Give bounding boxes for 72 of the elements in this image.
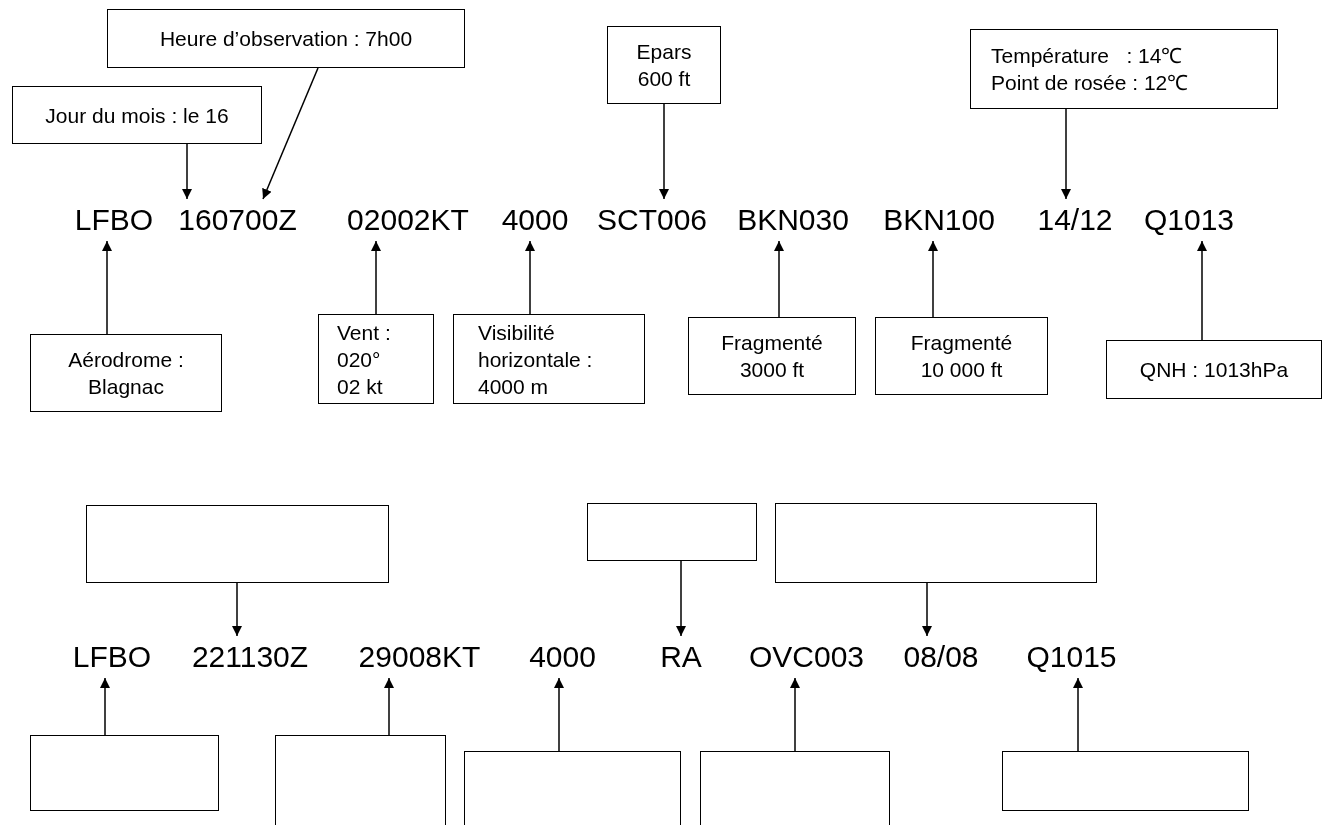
- code-group: 4000: [523, 636, 602, 678]
- callout-text: QNH : 1013hPa: [1138, 357, 1290, 383]
- code-group: 14/12: [1031, 199, 1119, 241]
- callout-box: [607, 26, 721, 104]
- arrow: [774, 240, 784, 318]
- code-group: BKN030: [729, 199, 857, 241]
- code-group: LFBO: [66, 199, 162, 241]
- callout-box: [875, 317, 1048, 395]
- callout-text: Vent :: [337, 319, 392, 346]
- code-group: OVC003: [742, 636, 871, 678]
- code-group: 221130Z: [183, 636, 317, 678]
- arrow: [262, 67, 319, 200]
- arrow: [371, 240, 381, 315]
- callout-text: 4000 m: [478, 373, 550, 400]
- callout-text: 3000 ft: [738, 357, 806, 383]
- code-group: 02002KT: [340, 199, 476, 241]
- callout-text: Heure d’observation : 7h00: [158, 26, 414, 52]
- callout-text: Jour du mois : le 16: [44, 102, 230, 129]
- code-group: 4000: [495, 199, 575, 241]
- code-group: LFBO: [66, 636, 158, 678]
- callout-box: [107, 9, 465, 68]
- callout-text: 02 kt: [337, 373, 384, 400]
- blank-answer-box: [464, 751, 681, 825]
- callout-box: [1106, 340, 1322, 399]
- callout-box: [318, 314, 434, 404]
- arrow: [922, 582, 932, 637]
- callout-text: Fragmenté: [909, 330, 1014, 356]
- callout-text: 10 000 ft: [919, 357, 1004, 383]
- arrow: [384, 677, 394, 736]
- arrow: [1073, 677, 1083, 752]
- arrow: [100, 677, 110, 736]
- arrow: [659, 103, 669, 200]
- arrow: [102, 240, 112, 335]
- blank-answer-box: [700, 751, 890, 825]
- arrow: [1061, 108, 1071, 200]
- code-group: RA: [655, 636, 707, 678]
- callout-text: Aérodrome :: [67, 347, 185, 373]
- code-group: 29008KT: [351, 636, 488, 678]
- arrow: [790, 677, 800, 752]
- arrow: [525, 240, 535, 315]
- callout-text: 600 ft: [636, 66, 692, 92]
- arrow: [676, 560, 686, 637]
- callout-text: Blagnac: [87, 374, 165, 400]
- callout-text: horizontale :: [478, 346, 594, 373]
- blank-answer-box: [775, 503, 1097, 583]
- code-group: BKN100: [875, 199, 1003, 241]
- blank-answer-box: [587, 503, 757, 561]
- callout-text: Fragmenté: [720, 330, 824, 356]
- code-group: Q1015: [1020, 636, 1123, 678]
- callout-box: [12, 86, 262, 144]
- callout-text: Température : 14℃: [991, 43, 1184, 69]
- callout-text: Point de rosée : 12℃: [991, 70, 1190, 96]
- callout-text: Epars: [635, 39, 693, 65]
- arrow: [554, 677, 564, 752]
- code-group: 08/08: [897, 636, 985, 678]
- callout-box: [688, 317, 856, 395]
- callout-box: [970, 29, 1278, 109]
- blank-answer-box: [275, 735, 446, 825]
- arrow: [232, 582, 242, 637]
- code-group: Q1013: [1137, 199, 1241, 241]
- code-group: SCT006: [596, 199, 708, 241]
- callout-box: [453, 314, 645, 404]
- arrow: [1197, 240, 1207, 341]
- callout-box: [30, 334, 222, 412]
- blank-answer-box: [1002, 751, 1249, 811]
- blank-answer-box: [86, 505, 389, 583]
- arrow: [182, 143, 192, 200]
- code-group: 160700Z: [170, 199, 305, 241]
- blank-answer-box: [30, 735, 219, 811]
- arrow: [928, 240, 938, 318]
- callout-text: 020°: [337, 346, 382, 373]
- callout-text: Visibilité: [478, 319, 556, 346]
